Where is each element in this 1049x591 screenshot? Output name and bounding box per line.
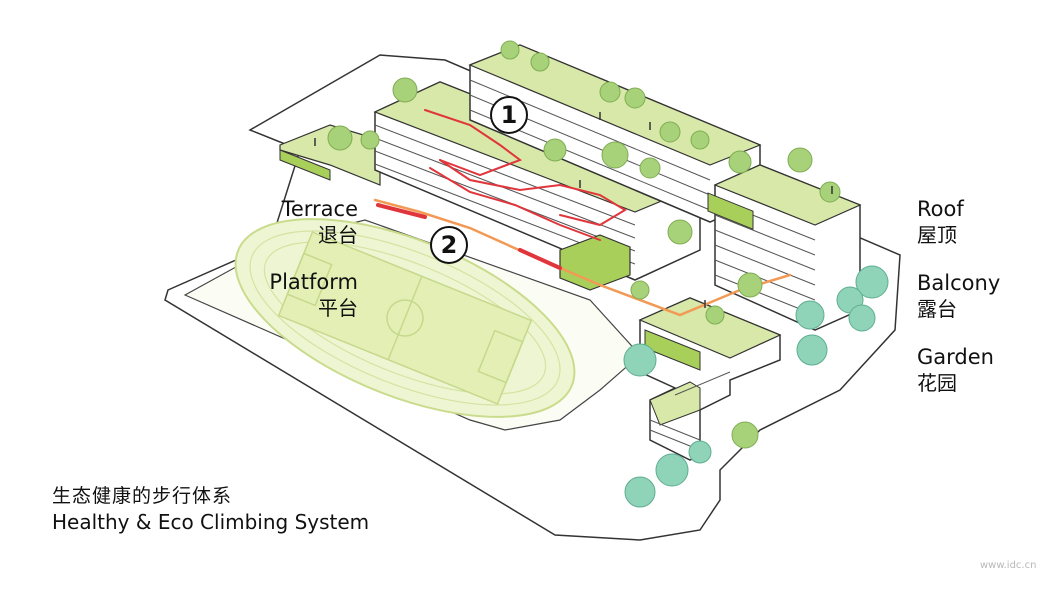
marker-1: 1 xyxy=(490,96,528,134)
balcony-label-zh: 露台 xyxy=(917,297,957,321)
marker-2: 2 xyxy=(430,226,468,264)
garden-label-en: Garden xyxy=(917,345,994,369)
terrace-label-zh: 退台 xyxy=(318,223,358,247)
balcony-label-en: Balcony xyxy=(917,271,1001,295)
sports-field xyxy=(234,218,576,418)
platform-label-zh: 平台 xyxy=(318,296,358,320)
garden-label-zh: 花园 xyxy=(917,371,957,395)
watermark: www.idc.cn xyxy=(980,560,1037,571)
platform-label-en: Platform xyxy=(269,270,358,294)
roof-label-zh: 屋顶 xyxy=(917,223,957,247)
trees-green xyxy=(327,40,841,449)
caption-zh: 生态健康的步行体系 xyxy=(52,485,233,507)
people xyxy=(314,112,833,308)
west-terrace-wing xyxy=(279,124,381,186)
terrace-label-en: Terrace xyxy=(281,197,358,221)
caption-en: Healthy & Eco Climbing System xyxy=(52,510,370,534)
roof-label-en: Roof xyxy=(917,197,964,221)
climbing-route xyxy=(373,109,792,317)
trees-teal xyxy=(623,265,889,508)
